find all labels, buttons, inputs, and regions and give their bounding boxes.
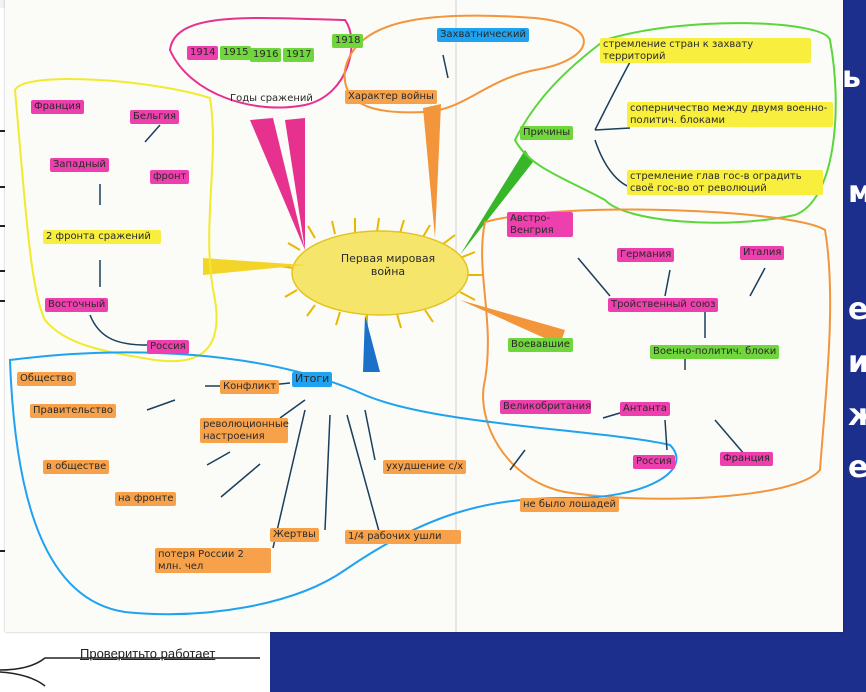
two-fronts: 2 фронта сражений: [43, 230, 161, 244]
causes-label: Причины: [520, 126, 574, 140]
bloc-military: Военно-политич. блоки: [650, 345, 780, 359]
year-1915: 1915: [220, 46, 252, 60]
mind-map-paper: Первая мировая война 1914 1915 1916 1917…: [5, 0, 843, 632]
slide-letter-4: и: [848, 345, 866, 380]
bloc-great-britain: Великобритания: [500, 400, 591, 414]
bloc-germany: Германия: [617, 248, 675, 262]
front-eastern: Восточный: [45, 298, 109, 312]
center-topic: Первая мировая война: [340, 252, 436, 278]
cause-1: стремление стран к захвату территорий: [600, 38, 811, 63]
bloc-warring: Воевавшие: [508, 338, 573, 352]
result-workers: 1/4 рабочих ушли: [345, 530, 461, 544]
character-value: Захватнический: [437, 28, 529, 42]
slide-letter-1: ь: [842, 60, 861, 95]
bloc-entente: Антанта: [620, 402, 670, 416]
result-society: Общество: [17, 372, 76, 386]
years-label: Годы сражений: [230, 93, 313, 104]
result-losses: потеря России 2 млн. чел: [155, 548, 271, 573]
slide-letter-3: е: [848, 292, 866, 327]
bottom-caption: Проверитьто работает: [80, 646, 216, 661]
front-russia: Россия: [147, 340, 189, 354]
result-government: Правительство: [30, 404, 116, 418]
result-horses: не было лошадей: [520, 498, 619, 512]
year-1916: 1916: [250, 48, 282, 62]
result-victims: Жертвы: [270, 528, 319, 542]
slide-letter-6: е: [848, 450, 866, 485]
result-agriculture: ухудшение с/х: [383, 460, 467, 474]
front-belgium: Бельгия: [130, 110, 180, 124]
front-label: фронт: [150, 170, 190, 184]
bloc-russia: Россия: [633, 455, 675, 469]
result-revolution: революционные настроения: [200, 418, 289, 443]
cause-2: соперничество между двумя военно-политич…: [627, 102, 833, 127]
year-1917: 1917: [283, 48, 315, 62]
bloc-italy: Италия: [740, 246, 785, 260]
character-label: Характер войны: [345, 90, 437, 104]
bloc-austria-hungary: Австро-Венгрия: [507, 212, 573, 237]
bloc-triple-alliance: Тройственный союз: [608, 298, 719, 312]
front-western: Западный: [50, 158, 110, 172]
year-1918: 1918: [332, 34, 364, 48]
result-at-front: на фронте: [115, 492, 177, 506]
paper-fold: [455, 0, 457, 632]
year-1914: 1914: [187, 46, 219, 60]
bottom-brace: [0, 657, 260, 687]
cause-3: стремление глав гос-в оградить своё гос-…: [627, 170, 823, 195]
result-in-society: в обществе: [43, 460, 110, 474]
results-label: Итоги: [292, 372, 333, 387]
slide-letter-2: м: [848, 175, 866, 210]
front-france: Франция: [31, 100, 84, 114]
slide-letter-5: ж: [848, 398, 866, 433]
bloc-france: Франция: [720, 452, 773, 466]
result-conflict: Конфликт: [220, 380, 280, 394]
